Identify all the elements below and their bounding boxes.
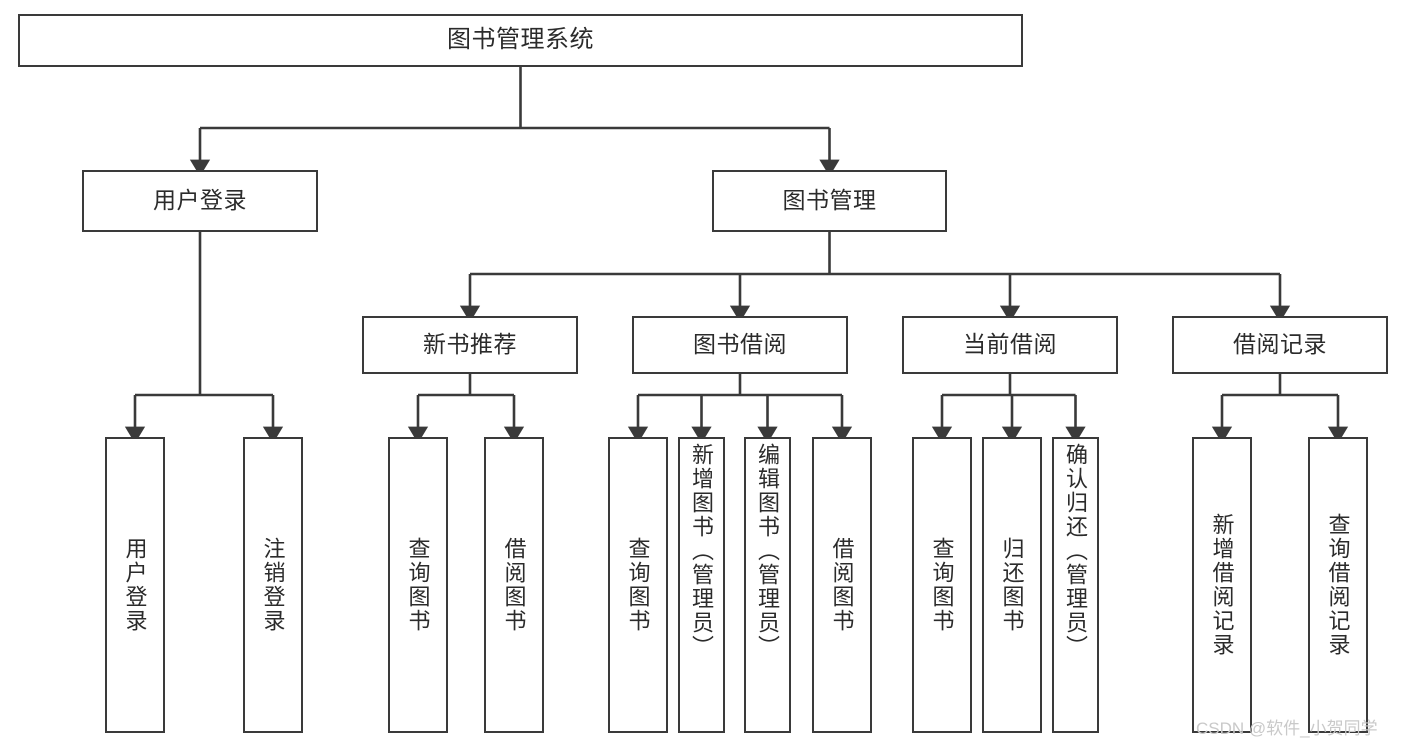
node-label: 注销登录 <box>260 537 286 633</box>
csdn-watermark: CSDN @软件_小贺同学 <box>1196 719 1378 738</box>
node-label: 新书推荐 <box>423 331 517 358</box>
node-n_bookmg[interactable]: 图书管理 <box>712 170 947 232</box>
node-label: 借阅记录 <box>1233 331 1327 358</box>
node-l_bo_add[interactable]: 新增图书（管理员） <box>678 437 725 733</box>
node-label: 用户登录 <box>153 187 247 214</box>
node-label: 归还图书 <box>999 537 1025 633</box>
node-l_bo_lend[interactable]: 借阅图书 <box>812 437 872 733</box>
node-n_cur[interactable]: 当前借阅 <box>902 316 1118 374</box>
node-n_rec[interactable]: 借阅记录 <box>1172 316 1388 374</box>
node-l_logout[interactable]: 注销登录 <box>243 437 303 733</box>
node-label: 查询图书 <box>929 537 955 633</box>
node-l_cu_return[interactable]: 归还图书 <box>982 437 1042 733</box>
node-l_bo_query[interactable]: 查询图书 <box>608 437 668 733</box>
node-l_userlogin[interactable]: 用户登录 <box>105 437 165 733</box>
node-root[interactable]: 图书管理系统 <box>18 14 1023 67</box>
node-l_nr_query[interactable]: 查询图书 <box>388 437 448 733</box>
node-label: 查询图书 <box>625 537 651 633</box>
node-label: 借阅图书 <box>501 537 527 633</box>
node-label: 确认归还（管理员） <box>1063 443 1089 659</box>
node-label: 当前借阅 <box>963 331 1057 358</box>
node-label: 查询借阅记录 <box>1325 513 1351 657</box>
node-label: 编辑图书（管理员） <box>755 443 781 659</box>
node-label: 新增图书（管理员） <box>689 443 715 659</box>
node-label: 新增借阅记录 <box>1209 513 1235 657</box>
node-l_cu_conf[interactable]: 确认归还（管理员） <box>1052 437 1099 733</box>
node-l_nr_borrow[interactable]: 借阅图书 <box>484 437 544 733</box>
node-n_newrec[interactable]: 新书推荐 <box>362 316 578 374</box>
node-n_borrow[interactable]: 图书借阅 <box>632 316 848 374</box>
node-label: 图书借阅 <box>693 331 787 358</box>
node-label: 查询图书 <box>405 537 431 633</box>
node-label: 图书管理系统 <box>447 26 594 54</box>
node-l_re_add[interactable]: 新增借阅记录 <box>1192 437 1252 733</box>
node-n_login[interactable]: 用户登录 <box>82 170 318 232</box>
node-label: 图书管理 <box>782 187 877 214</box>
node-label: 用户登录 <box>122 537 148 633</box>
node-l_cu_query[interactable]: 查询图书 <box>912 437 972 733</box>
node-l_re_query[interactable]: 查询借阅记录 <box>1308 437 1368 733</box>
node-l_bo_edit[interactable]: 编辑图书（管理员） <box>744 437 791 733</box>
node-label: 借阅图书 <box>829 537 855 633</box>
